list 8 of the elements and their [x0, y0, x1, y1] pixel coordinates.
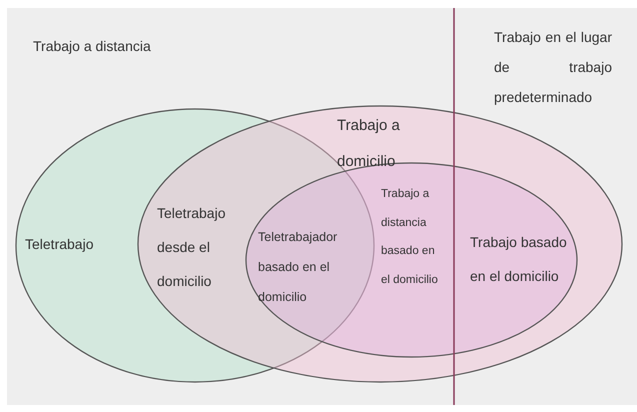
region-label: Trabajo a distancia	[33, 37, 152, 56]
set-label: Trabajo a domicilio	[337, 116, 401, 172]
set-label: Trabajo basado en el domicilio	[470, 233, 568, 286]
overlap-label: Teletrabajador basado en el domicilio	[258, 229, 338, 306]
overlap-label: Trabajo a distancia basado en el domicilio	[381, 187, 439, 288]
set-label: Teletrabajo	[25, 235, 94, 254]
region-label: Trabajo en el lugar de trabajo predeterminado	[494, 28, 612, 107]
overlap-label: Teletrabajo desde el domicilio	[157, 204, 226, 291]
